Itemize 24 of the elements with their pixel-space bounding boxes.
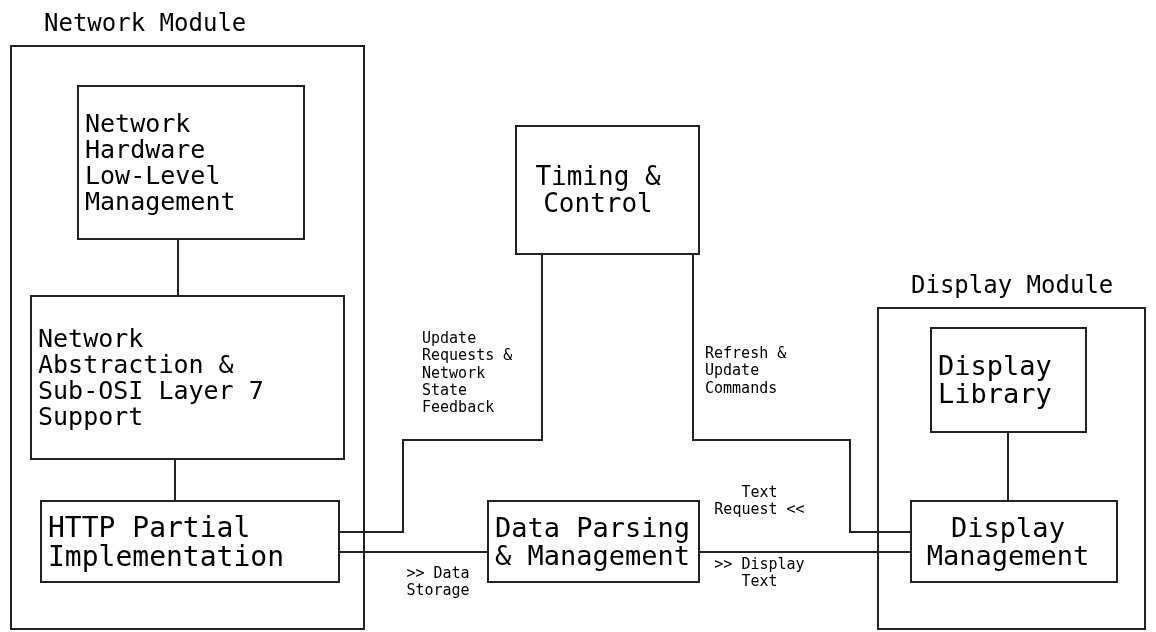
box-label: Data Parsing & Management	[495, 513, 692, 570]
process-box	[77, 85, 305, 240]
box-label: Network Abstraction & Sub-OSI Layer 7 Support	[38, 325, 265, 430]
process-box	[30, 295, 345, 460]
box-label: Timing & Control	[534, 162, 662, 218]
box-label: Network Hardware Low-Level Management	[85, 110, 237, 215]
connector-line	[1007, 432, 1009, 501]
connector-line	[174, 459, 176, 501]
connector-line	[699, 551, 911, 553]
module-title: Network Module	[44, 8, 247, 39]
box-label: Display Management	[925, 513, 1091, 570]
box-label: Display Library	[938, 351, 1053, 409]
process-box	[910, 500, 1118, 583]
module-title: Display Module	[911, 270, 1114, 301]
connector-line	[339, 551, 488, 553]
process-box	[930, 327, 1087, 433]
connector-line	[177, 239, 179, 296]
connector-line	[692, 254, 911, 533]
process-box	[515, 125, 700, 255]
process-box	[40, 500, 340, 583]
box-label: HTTP Partial Implementation	[48, 512, 285, 571]
process-box	[487, 500, 700, 583]
connector-line	[339, 254, 543, 533]
edge-label: Text Request <<	[712, 484, 807, 519]
